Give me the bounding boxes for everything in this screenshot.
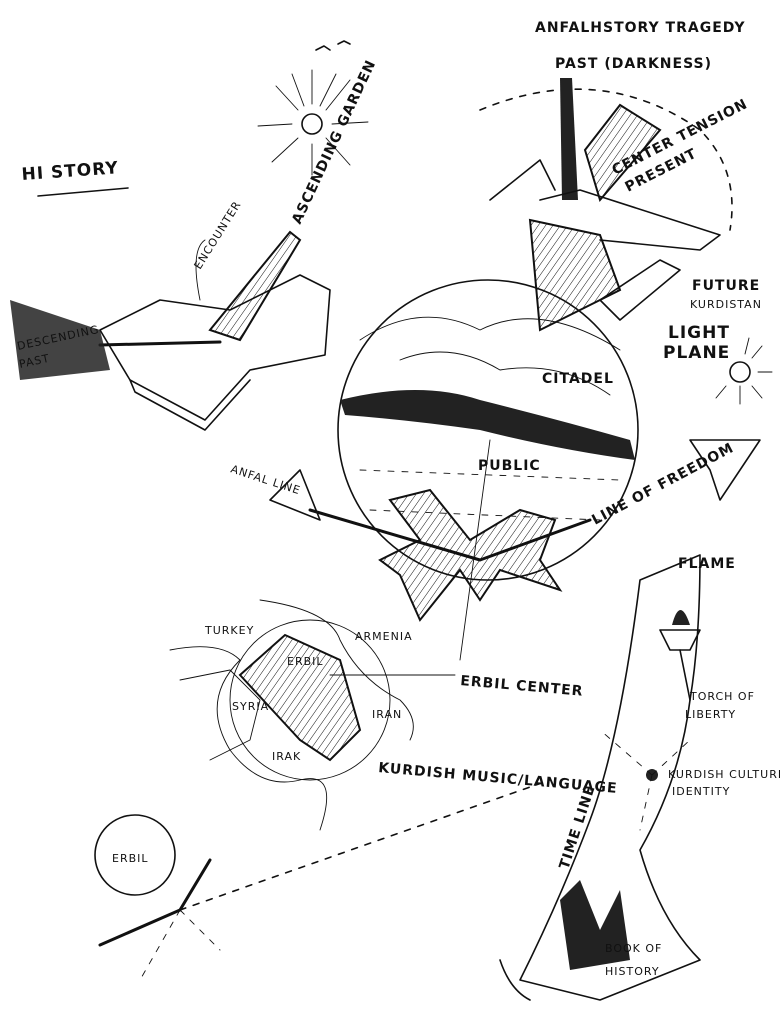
label-past: PAST bbox=[18, 352, 51, 371]
label-plane: PLANE bbox=[663, 343, 730, 363]
label-turkey: TURKEY bbox=[204, 624, 254, 637]
ascending-garden-drawing bbox=[10, 230, 331, 431]
label-erbil-center: ERBIL CENTER bbox=[460, 673, 584, 700]
label-time-line: TIME LINE bbox=[557, 783, 599, 871]
svg-text:HI STORY: HI STORY bbox=[21, 158, 119, 185]
center-star-drawing bbox=[308, 488, 592, 622]
label-anfal-tragedy: ANFALHSTORY TRAGEDY bbox=[535, 20, 746, 36]
label-torch-of: TORCH OF bbox=[689, 690, 755, 703]
label-future: FUTURE bbox=[692, 278, 760, 294]
label-kurdish-culture: KURDISH CULTURE bbox=[668, 768, 780, 781]
label-history: HISTORY bbox=[605, 965, 660, 978]
label-light: LIGHT bbox=[668, 323, 730, 343]
label-past-darkness: PAST (DARKNESS) bbox=[555, 56, 712, 72]
timeline-scroll bbox=[499, 554, 701, 1001]
torch-icon bbox=[659, 610, 701, 701]
anfal-arrow bbox=[269, 469, 321, 521]
label-flame: FLAME bbox=[678, 556, 736, 572]
label-erbil-map: ERBIL bbox=[287, 655, 324, 668]
light-icon bbox=[715, 337, 773, 405]
label-public: PUBLIC bbox=[478, 458, 541, 474]
sun-icon bbox=[257, 40, 369, 176]
label-armenia: ARMENIA bbox=[355, 630, 413, 643]
erbil-circle bbox=[94, 779, 551, 981]
label-anfal-line: ANFAL LINE bbox=[229, 462, 302, 497]
label-identity: IDENTITY bbox=[672, 785, 730, 798]
freedom-arrow bbox=[689, 439, 761, 501]
label-iran: IRAN bbox=[372, 708, 402, 721]
region-map bbox=[169, 599, 414, 831]
label-book-of: BOOK OF bbox=[605, 942, 662, 955]
label-syria: SYRIA bbox=[232, 700, 269, 713]
label-ascending-garden: ASCENDING GARDEN bbox=[289, 57, 379, 226]
label-citadel: CITADEL bbox=[542, 371, 614, 387]
label-kurdistan: KURDISTAN bbox=[690, 298, 762, 311]
label-liberty: LIBERTY bbox=[685, 708, 736, 721]
label-irak: IRAK bbox=[272, 750, 301, 763]
label-encounter: ENCOUNTER bbox=[192, 198, 244, 271]
center-tension-drawing bbox=[479, 78, 733, 332]
history-title: HI STORY bbox=[21, 158, 129, 197]
label-erbil-circle: ERBIL bbox=[112, 852, 149, 865]
